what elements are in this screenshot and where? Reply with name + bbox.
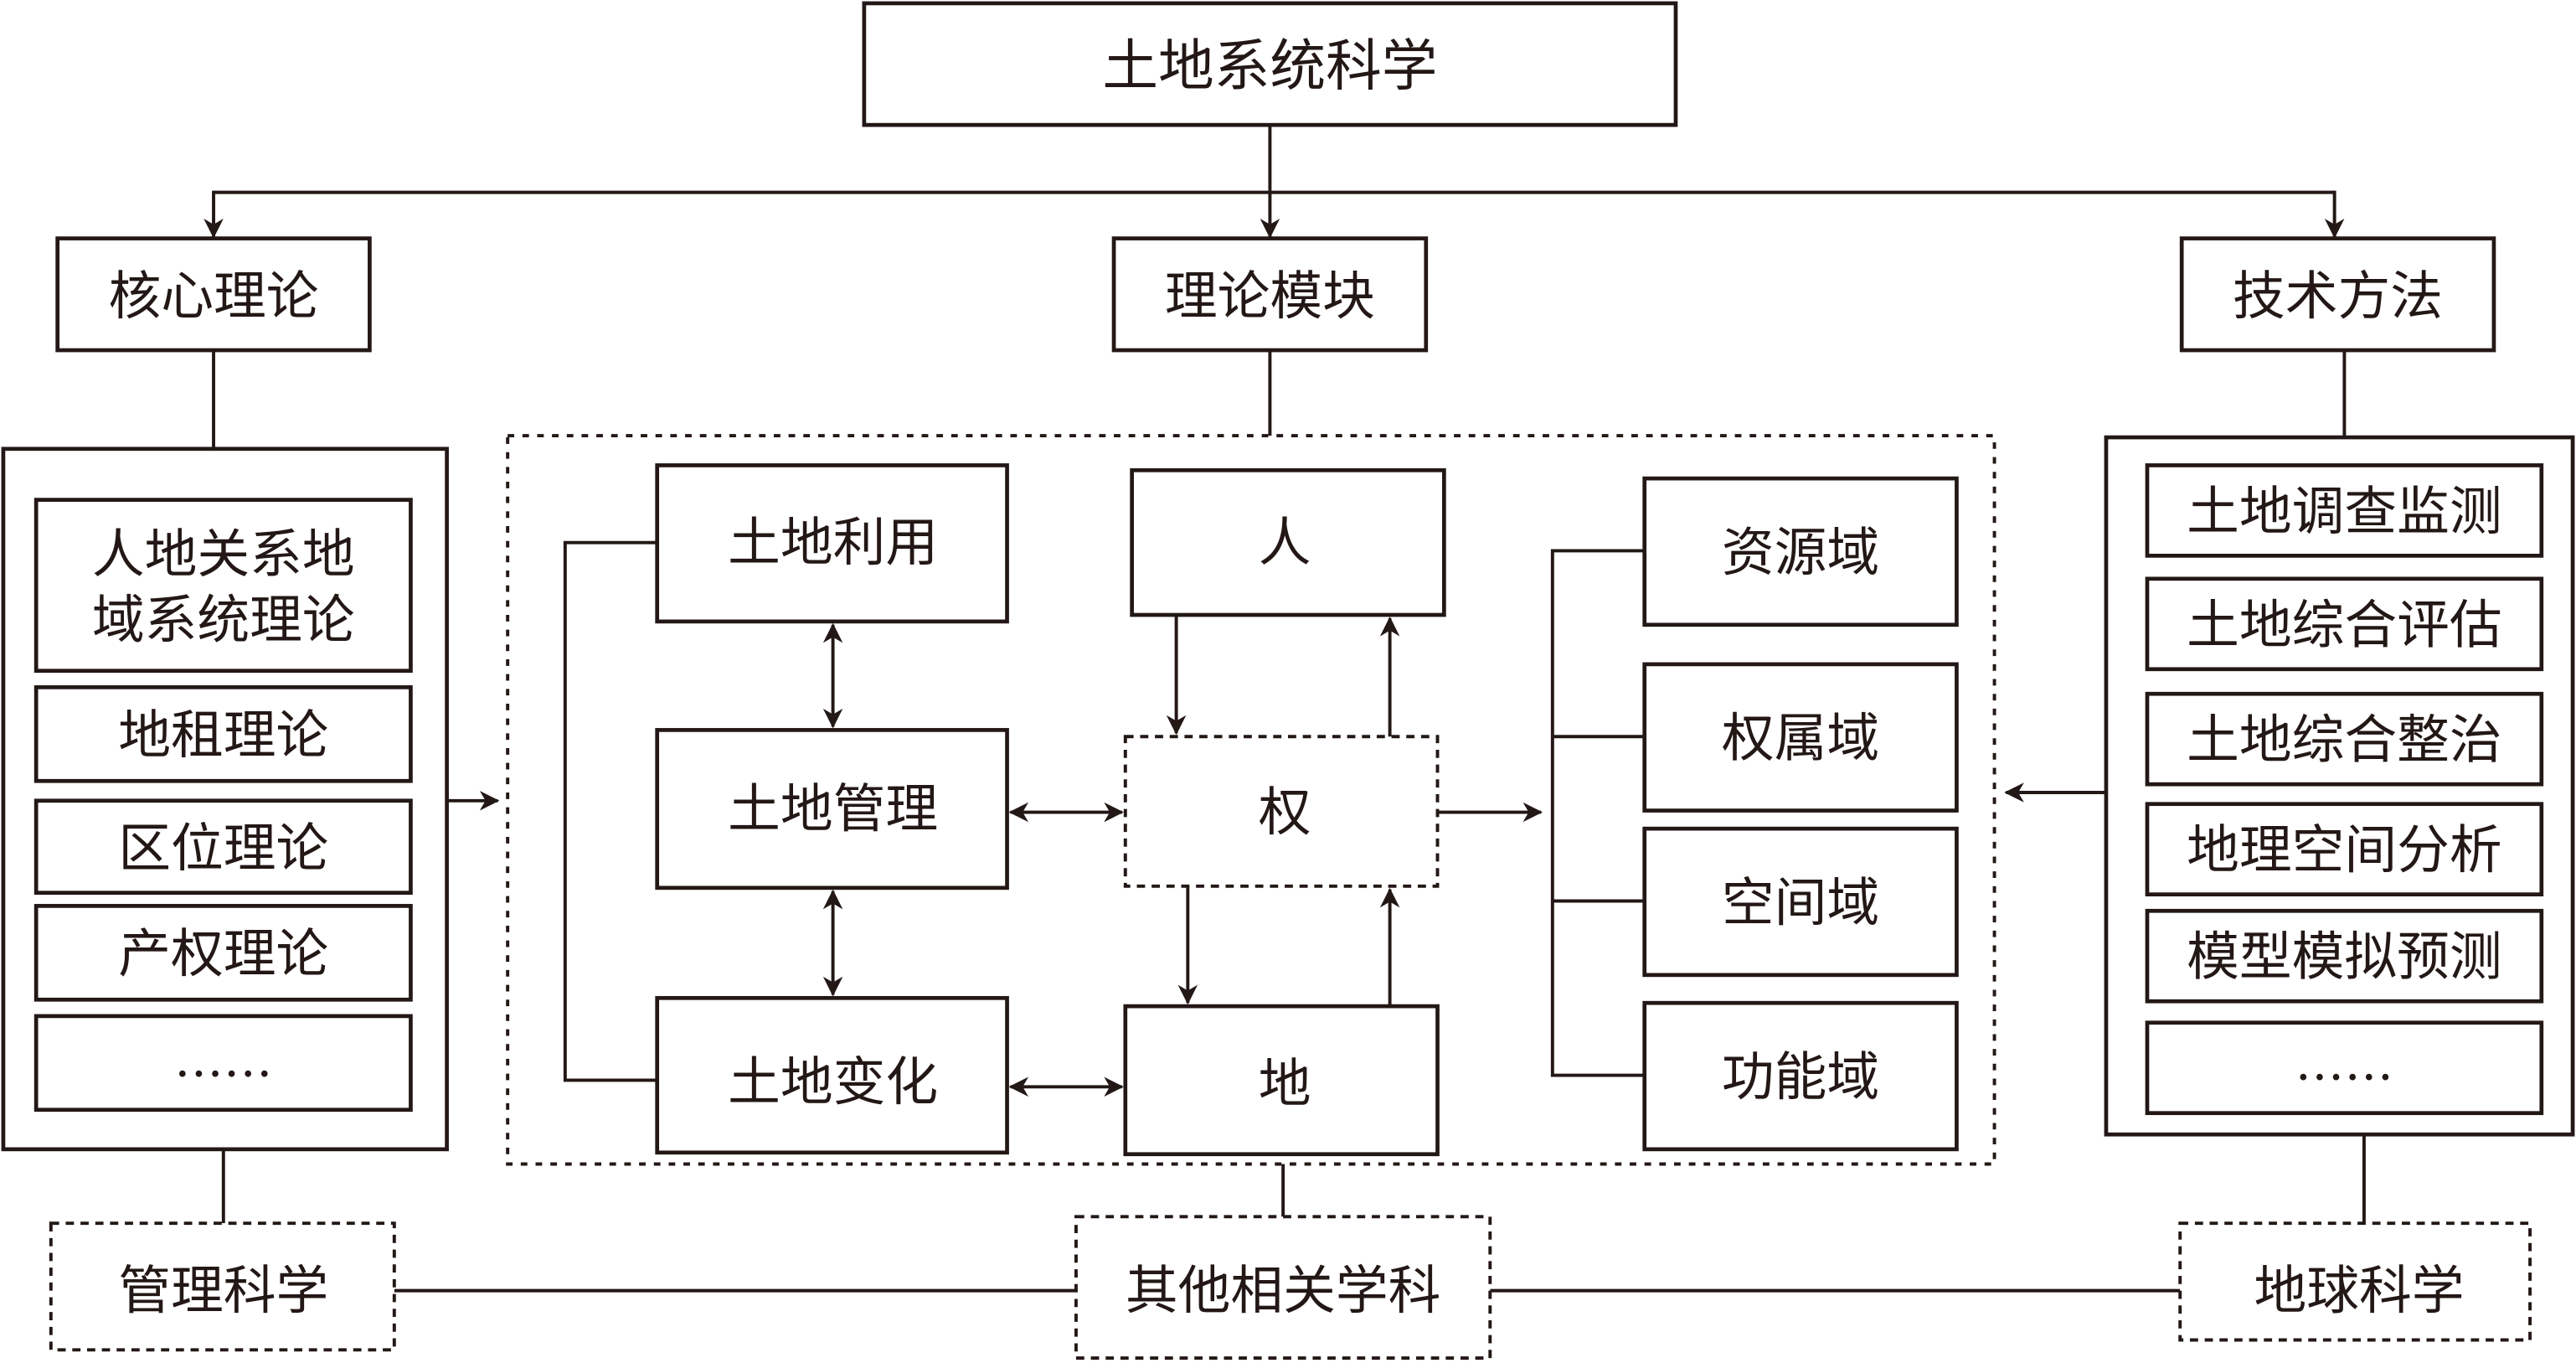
land-change-node: 土地变化 — [655, 995, 1009, 1155]
domain-function: 功能域 — [1642, 1000, 1959, 1152]
rights-box — [1123, 735, 1440, 888]
ellipsis-label: …… — [2295, 1033, 2394, 1091]
domain-ownership: 权属域 — [1642, 662, 1959, 813]
management-science-box — [49, 1221, 396, 1352]
other-disciplines-label: 其他相关学科 — [1126, 1260, 1441, 1321]
title-label: 土地系统科学 — [1102, 33, 1437, 98]
core-theory-item: 区位理论 — [33, 798, 413, 896]
theory-module-frame — [506, 434, 1996, 1166]
ellipsis-label: …… — [174, 1030, 273, 1087]
domain-space-box — [1642, 826, 1959, 978]
core-theory-item-box — [33, 685, 413, 783]
trunk-connectors — [204, 125, 2345, 239]
earth-science-node: 地球科学 — [2178, 1221, 2532, 1342]
tech-methods-header: 技术方法 — [2179, 236, 2496, 353]
core-theory-item: …… — [33, 1014, 413, 1113]
land-use-box — [655, 463, 1009, 624]
management-science-node: 管理科学 — [49, 1221, 396, 1352]
tech-methods-box — [2179, 236, 2496, 353]
domain-resource-box — [1642, 476, 1959, 627]
core-theory-label: 核心理论 — [109, 266, 319, 327]
tech-method-item-box — [2145, 691, 2544, 787]
tech-method-item-label: 地理空间分析 — [2187, 819, 2502, 880]
tech-method-item-box — [2145, 576, 2544, 672]
core-theory-item: 地租理论 — [33, 685, 413, 783]
tech-methods-panel: 土地调查监测 土地综合评估 土地综合整治 地理空间分析 模型模拟预测 …… — [2104, 435, 2575, 1137]
land-use-label: 土地利用 — [728, 512, 938, 573]
tech-method-item: 土地综合评估 — [2145, 576, 2544, 672]
tech-method-item-label: 模型模拟预测 — [2187, 927, 2502, 988]
tech-method-item: 模型模拟预测 — [2145, 908, 2544, 1004]
tech-method-item-label: 土地综合整治 — [2187, 710, 2502, 771]
earth-science-box — [2178, 1221, 2532, 1342]
title-box — [862, 1, 1678, 127]
land-box — [1123, 1004, 1440, 1157]
core-theory-item-box — [33, 498, 413, 674]
core-theory-item: 产权理论 — [33, 904, 413, 1002]
tech-method-item-box — [2145, 1020, 2544, 1116]
tech-method-item: 地理空间分析 — [2145, 802, 2544, 897]
people-label: 人 — [1259, 512, 1311, 573]
land-change-box — [655, 995, 1009, 1155]
tech-method-item: 土地调查监测 — [2145, 463, 2544, 558]
tech-method-item-box — [2145, 908, 2544, 1004]
tech-method-item: …… — [2145, 1020, 2544, 1116]
domain-function-box — [1642, 1000, 1959, 1152]
domain-ownership-box — [1642, 662, 1959, 813]
tech-method-item-box — [2145, 802, 2544, 897]
domain-space-label: 空间域 — [1722, 872, 1879, 933]
earth-science-label: 地球科学 — [2254, 1260, 2465, 1321]
tech-method-item-box — [2145, 463, 2544, 558]
people-node: 人 — [1130, 467, 1446, 617]
tech-method-item-label: 土地综合评估 — [2187, 594, 2502, 655]
land-management-box — [655, 728, 1009, 891]
management-science-label: 管理科学 — [118, 1260, 328, 1321]
core-theory-item-label: 产权理论 — [118, 923, 328, 984]
theory-module-label: 理论模块 — [1165, 266, 1375, 327]
title-node: 土地系统科学 — [862, 1, 1678, 127]
other-disciplines-node: 其他相关学科 — [1074, 1215, 1492, 1360]
core-theory-item-box — [33, 1014, 413, 1113]
land-use-node: 土地利用 — [655, 463, 1009, 624]
theory-module-box — [1111, 236, 1429, 353]
core-theory-item-label: 地租理论 — [118, 705, 328, 766]
land-management-label: 土地管理 — [728, 778, 938, 839]
core-theory-item-box — [33, 798, 413, 896]
land-change-label: 土地变化 — [728, 1051, 938, 1113]
core-theory-item-label-line1: 人地关系地 — [92, 524, 355, 585]
other-disciplines-box — [1074, 1215, 1492, 1360]
core-theory-header: 核心理论 — [55, 236, 372, 353]
domain-ownership-label: 权属域 — [1722, 708, 1879, 769]
core-theory-item: 人地关系地 域系统理论 — [33, 498, 413, 674]
land-label: 地 — [1259, 1053, 1311, 1114]
theory-module-header: 理论模块 — [1111, 236, 1429, 353]
core-theory-item-label-line2: 域系统理论 — [92, 589, 355, 650]
tech-method-item: 土地综合整治 — [2145, 691, 2544, 787]
land-management-node: 土地管理 — [655, 728, 1009, 891]
rights-node: 权 — [1123, 735, 1440, 888]
domain-resource-label: 资源域 — [1722, 522, 1879, 583]
domain-function-label: 功能域 — [1722, 1046, 1879, 1107]
core-theory-panel: 人地关系地 域系统理论 地租理论 区位理论 产权理论 …… — [1, 447, 449, 1152]
rights-label: 权 — [1259, 782, 1311, 843]
core-theory-item-box — [33, 904, 413, 1002]
domain-space: 空间域 — [1642, 826, 1959, 978]
domain-resource: 资源域 — [1642, 476, 1959, 627]
tech-methods-label: 技术方法 — [2233, 266, 2443, 327]
land-node: 地 — [1123, 1004, 1440, 1157]
land-bracket-connector — [563, 540, 657, 1082]
people-box — [1130, 467, 1446, 617]
tech-method-item-label: 土地调查监测 — [2187, 481, 2502, 542]
core-theory-item-label: 区位理论 — [118, 818, 328, 879]
domains-bracket — [1550, 549, 1645, 1077]
